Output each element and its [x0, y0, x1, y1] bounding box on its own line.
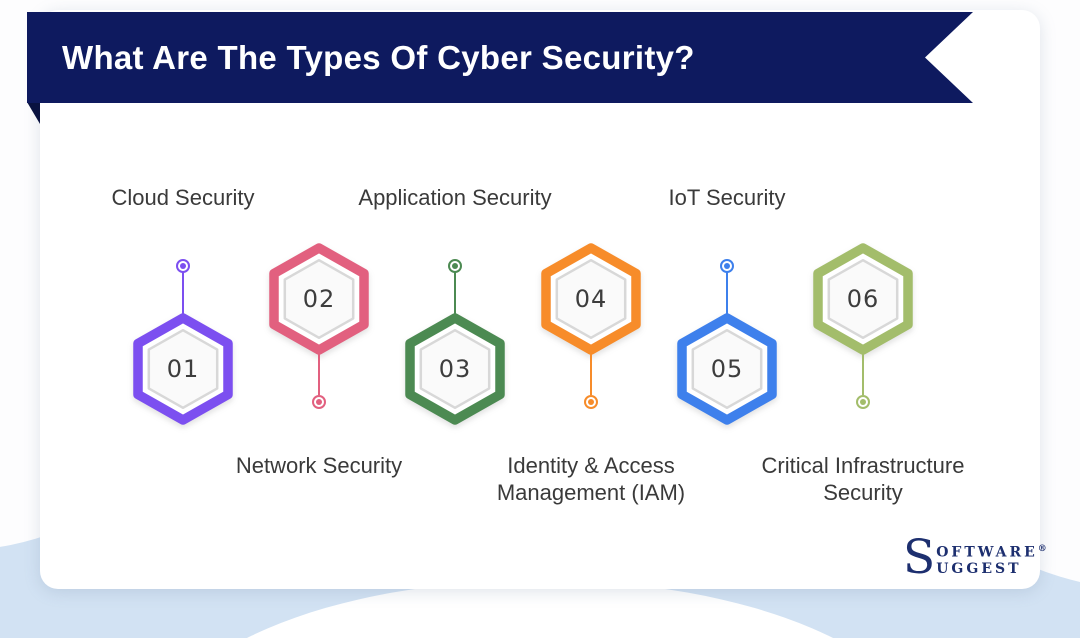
security-type-item-network: 02 Network Security	[199, 0, 439, 638]
item-number: 06	[846, 285, 880, 313]
item-number: 05	[710, 355, 744, 383]
item-label: Cloud Security	[111, 185, 255, 210]
connector-dot	[312, 395, 326, 409]
connector-dot	[856, 395, 870, 409]
item-number: 04	[574, 285, 608, 313]
connector-line	[726, 272, 728, 318]
logo-text-software: OFTWARE	[936, 544, 1038, 561]
page-title: What Are The Types Of Cyber Security?	[62, 38, 695, 76]
item-label: Application Security	[358, 185, 552, 210]
connector-line	[318, 348, 320, 395]
item-number: 02	[302, 285, 336, 313]
item-label: IoT Security	[668, 185, 786, 210]
hexagon-badge	[133, 313, 233, 425]
connector-dot	[176, 259, 190, 273]
security-type-item-critical-infrastructure: 06 Critical Infrastructure Security	[743, 0, 983, 638]
connector-line	[862, 348, 864, 395]
connector-line	[590, 348, 592, 395]
item-label: Identity & Access Management (IAM)	[496, 453, 686, 505]
softwaresuggest-logo: S OFTWARE® UGGEST	[903, 530, 1047, 585]
logo-initial: S	[903, 530, 936, 585]
connector-dot	[720, 259, 734, 273]
security-type-item-iot: IoT Security 05	[607, 0, 847, 638]
item-number: 03	[438, 355, 472, 383]
security-type-item-application: Application Security 03	[335, 0, 575, 638]
logo-line-suggest: UGGEST	[936, 560, 1022, 577]
item-number: 01	[166, 355, 200, 383]
item-label: Critical Infrastructure Security	[761, 453, 965, 505]
logo-wordmark: OFTWARE® UGGEST	[936, 541, 1047, 577]
hexagon-badge	[677, 313, 777, 425]
connector-dot	[448, 259, 462, 273]
connector-line	[454, 272, 456, 318]
item-label: Network Security	[235, 453, 403, 478]
title-ribbon: What Are The Types Of Cyber Security?	[27, 12, 973, 103]
connector-dot	[584, 395, 598, 409]
connector-line	[182, 272, 184, 318]
hexagon-badge	[269, 243, 369, 355]
registered-trademark-icon: ®	[1037, 544, 1047, 554]
security-type-item-cloud: Cloud Security 01	[63, 0, 303, 638]
logo-line-software: OFTWARE®	[936, 541, 1047, 561]
security-type-item-iam: 04 Identity & Access Management (IAM)	[471, 0, 711, 638]
hexagon-badge	[405, 313, 505, 425]
